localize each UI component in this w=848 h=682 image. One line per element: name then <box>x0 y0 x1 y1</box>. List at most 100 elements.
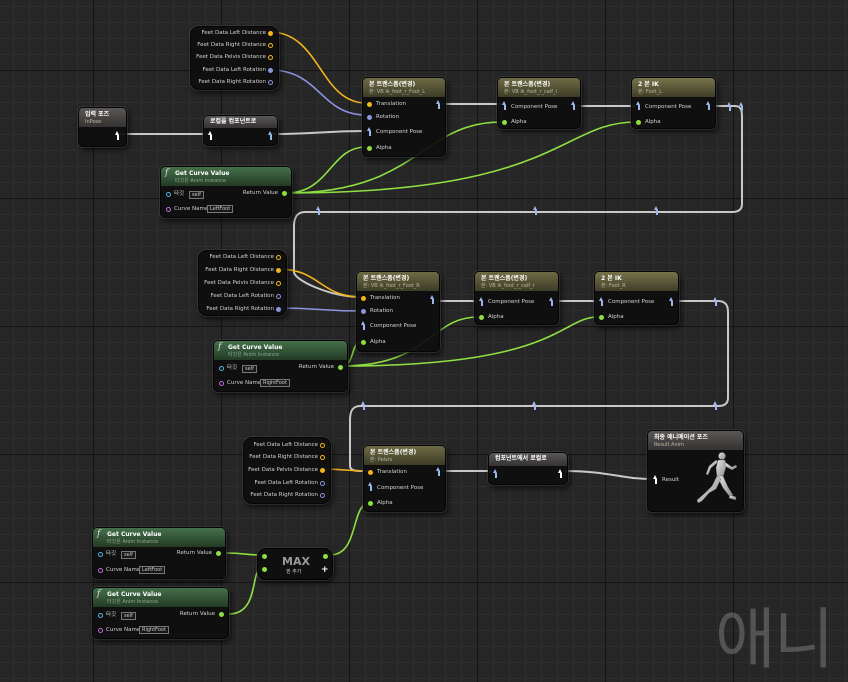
pose-in-arrow-icon[interactable] <box>208 131 213 141</box>
feet-left-rotation-pin[interactable] <box>276 294 281 299</box>
feet-left-distance-pin[interactable] <box>276 255 281 260</box>
max-input-b-pin[interactable] <box>262 567 267 572</box>
translation-pin[interactable] <box>361 296 366 301</box>
return-value-pin[interactable] <box>219 612 224 617</box>
target-pin[interactable] <box>166 192 171 197</box>
pose-out-arrow-icon[interactable] <box>115 131 120 141</box>
component-pose-out-arrow-icon[interactable] <box>430 295 435 305</box>
alpha-pin[interactable] <box>636 120 641 125</box>
target-pin[interactable] <box>98 552 103 557</box>
reroute-node[interactable] <box>712 297 719 307</box>
component-pose-out-arrow-icon[interactable] <box>436 100 441 110</box>
feet-right-distance-pin[interactable] <box>320 455 325 460</box>
translation-pin[interactable] <box>368 470 373 475</box>
input-pose-node[interactable]: 입력 포즈 InPose <box>78 107 127 147</box>
return-value-pin[interactable] <box>216 551 221 556</box>
component-pose-out-arrow-icon[interactable] <box>436 467 441 477</box>
pose-out-arrow-icon[interactable] <box>268 131 273 141</box>
get-curve-value-node-1[interactable]: f Get Curve Value 타깃은 Anim Instance 타깃 s… <box>160 166 292 218</box>
max-output-pin[interactable] <box>323 554 328 559</box>
feet-pelvis-distance-pin[interactable] <box>320 468 325 473</box>
curve-name-field[interactable]: LeftFoot <box>139 566 166 574</box>
feet-right-distance-pin[interactable] <box>276 268 281 273</box>
get-curve-value-node-4[interactable]: f Get Curve Value 타깃은 Anim Instance 타깃 s… <box>92 587 229 639</box>
reroute-node[interactable] <box>360 401 367 411</box>
feet-left-distance-pin[interactable] <box>268 31 273 36</box>
component-pose-in-arrow-icon[interactable] <box>367 127 372 137</box>
reroute-node[interactable] <box>315 206 322 216</box>
feet-data-break-node-mid[interactable]: Feet Data Left Distance Feet Data Right … <box>198 250 287 316</box>
plus-icon[interactable]: + <box>321 565 329 575</box>
transform-bone-node-5[interactable]: 본 트랜스폼(변경) 본: Pelvis Translation Compone… <box>363 445 446 512</box>
transform-bone-node-4[interactable]: 본 트랜스폼(변경) 본: VB ik_foot_r_calf_r Compon… <box>474 271 559 325</box>
transform-bone-node-3[interactable]: 본 트랜스폼(변경) 본: VB ik_foot_r_Foot_R Transl… <box>356 271 440 352</box>
feet-left-distance-pin[interactable] <box>320 443 325 448</box>
feet-left-rotation-pin[interactable] <box>268 68 273 73</box>
feet-data-break-node-top[interactable]: Feet Data Left Distance Feet Data Right … <box>190 26 279 90</box>
alpha-pin[interactable] <box>368 501 373 506</box>
feet-data-break-node-bottom[interactable]: Feet Data Left Distance Feet Data Right … <box>243 437 331 504</box>
reroute-node[interactable] <box>532 206 539 216</box>
return-value-pin[interactable] <box>338 365 343 370</box>
component-pose-out-arrow-icon[interactable] <box>669 297 674 307</box>
two-bone-ik-node-2[interactable]: 2 본 IK 본: Foot_R Component Pose Alpha <box>594 271 679 325</box>
transform-bone-node-2[interactable]: 본 트랜스폼(변경) 본: VB ik_foot_r_calf_l Compon… <box>497 77 581 129</box>
reroute-node[interactable] <box>653 206 660 216</box>
reroute-node[interactable] <box>726 102 733 112</box>
alpha-pin[interactable] <box>479 315 484 320</box>
component-pose-out-arrow-icon[interactable] <box>706 101 711 111</box>
curve-name-field[interactable]: RightFoot <box>260 379 290 387</box>
feet-right-rotation-pin[interactable] <box>276 307 281 312</box>
curve-name-pin[interactable] <box>219 381 224 386</box>
target-field[interactable]: self <box>121 612 136 620</box>
component-pose-out-arrow-icon[interactable] <box>549 297 554 307</box>
local-to-component-node[interactable]: 로컬을 컴포넌트로 <box>203 115 278 146</box>
max-input-a-pin[interactable] <box>262 554 267 559</box>
feet-right-rotation-pin[interactable] <box>268 80 273 85</box>
transform-bone-node-1[interactable]: 본 트랜스폼(변경) 본: VB ik_foot_r_Foot_L Transl… <box>362 77 446 157</box>
reroute-node[interactable] <box>712 401 719 411</box>
curve-name-pin[interactable] <box>98 568 103 573</box>
target-field[interactable]: self <box>189 191 204 199</box>
get-curve-value-node-2[interactable]: f Get Curve Value 타깃은 Anim Instance 타깃 s… <box>213 340 348 392</box>
return-value-pin[interactable] <box>282 191 287 196</box>
alpha-pin[interactable] <box>599 315 604 320</box>
output-pose-node[interactable]: 최종 애니메이션 포즈 Result Anim Result <box>647 430 744 512</box>
result-in-arrow-icon[interactable] <box>653 475 658 485</box>
component-pose-in-arrow-icon[interactable] <box>636 101 641 111</box>
component-pose-in-arrow-icon[interactable] <box>502 101 507 111</box>
component-pose-in-arrow-icon[interactable] <box>479 297 484 307</box>
curve-name-pin[interactable] <box>166 207 171 212</box>
curve-name-pin[interactable] <box>98 628 103 633</box>
rotation-pin[interactable] <box>361 309 366 314</box>
component-pose-in-arrow-icon[interactable] <box>599 297 604 307</box>
rotation-pin[interactable] <box>367 115 372 120</box>
two-bone-ik-node-1[interactable]: 2 본 IK 본: Foot_L Component Pose Alpha <box>631 77 716 129</box>
feet-right-distance-pin[interactable] <box>268 43 273 48</box>
curve-name-field[interactable]: LeftFoot <box>207 205 234 213</box>
pose-in-arrow-icon[interactable] <box>493 469 498 479</box>
target-pin[interactable] <box>219 366 224 371</box>
alpha-pin[interactable] <box>367 146 372 151</box>
reroute-node[interactable] <box>531 401 538 411</box>
curve-name-field[interactable]: RightFoot <box>139 626 169 634</box>
component-to-local-node[interactable]: 컴포넌트에서 로컬로 <box>488 452 568 485</box>
target-field[interactable]: self <box>121 551 136 559</box>
target-pin[interactable] <box>98 613 103 618</box>
feet-right-rotation-pin[interactable] <box>320 493 325 498</box>
component-pose-in-arrow-icon[interactable] <box>361 321 366 331</box>
get-curve-value-node-3[interactable]: f Get Curve Value 타깃은 Anim Instance 타깃 s… <box>92 527 226 579</box>
component-pose-in-arrow-icon[interactable] <box>368 482 373 492</box>
pose-out-arrow-icon[interactable] <box>558 469 563 479</box>
reroute-node[interactable] <box>738 102 745 112</box>
alpha-pin[interactable] <box>361 340 366 345</box>
add-pin-button[interactable]: 핀 추가 <box>286 569 302 575</box>
alpha-pin[interactable] <box>502 120 507 125</box>
target-field[interactable]: self <box>242 365 257 373</box>
max-node[interactable]: MAX 핀 추가 + <box>257 548 333 580</box>
component-pose-out-arrow-icon[interactable] <box>571 101 576 111</box>
feet-pelvis-distance-pin[interactable] <box>276 281 281 286</box>
translation-pin[interactable] <box>367 102 372 107</box>
feet-left-rotation-pin[interactable] <box>320 481 325 486</box>
feet-pelvis-distance-pin[interactable] <box>268 55 273 60</box>
